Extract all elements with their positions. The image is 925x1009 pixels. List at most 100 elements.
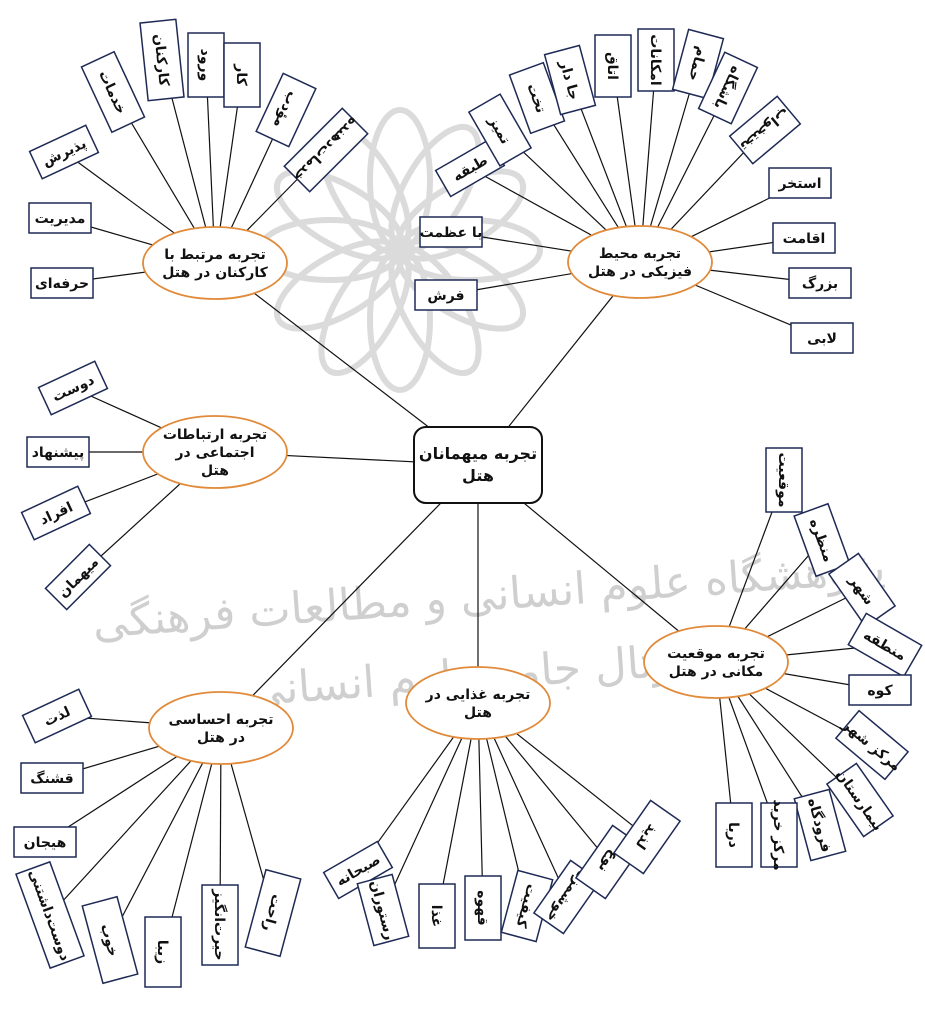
text-line: تجربه میهمانان: [419, 444, 537, 463]
keyword-rect: [760, 802, 798, 868]
text-line: تجربه محیط: [599, 246, 681, 262]
keyword-rect: [847, 612, 923, 678]
category-node-emotional: تجربه احساسی در هتل: [148, 691, 294, 765]
text-line: تجربه ارتباطات: [163, 427, 267, 443]
keyword-box-staff: خدمات: [80, 50, 146, 134]
keyword-label: استخر: [777, 176, 821, 192]
keyword-label: امکانات: [647, 34, 663, 85]
keyword-rect: [467, 93, 533, 167]
keyword-rect: [28, 202, 92, 234]
keyword-box-food: قهوه: [464, 875, 502, 941]
keyword-box-food: لذیذ: [612, 799, 682, 875]
keyword-rect: [80, 50, 146, 134]
keyword-box-staff: حرفه‌ای: [30, 267, 94, 299]
keyword-label: هیجان: [24, 835, 67, 851]
keyword-box-food: رستوران: [356, 873, 410, 947]
keyword-box-physical: لابی: [790, 322, 854, 354]
keyword-rect: [772, 222, 836, 254]
watermark: پژوهشگاه علوم انسانی و مطالعات فرهنگیپرت…: [91, 107, 887, 716]
category-ellipse: [567, 225, 713, 299]
keyword-rect: [419, 216, 483, 248]
keyword-box-physical: اتاق: [594, 34, 632, 98]
keyword-box-physical: با عظمت: [419, 216, 483, 248]
keyword-box-location: منطقه: [847, 612, 923, 678]
keyword-box-physical: باشگاه: [697, 51, 759, 125]
text-line: فیزیکی در هتل: [588, 264, 692, 280]
keyword-rect: [464, 875, 502, 941]
keyword-rect: [788, 267, 852, 299]
keyword-box-staff: خدمات‌دهنده: [283, 107, 369, 193]
keyword-rect: [144, 916, 182, 988]
keyword-box-emotional: لذت: [21, 688, 93, 744]
keyword-box-staff: ورود: [187, 32, 225, 98]
keyword-box-location: فرودگاه: [793, 788, 847, 862]
keyword-rect: [28, 124, 100, 180]
keyword-label: لابی: [807, 331, 837, 347]
watermark-text: پژوهشگاه علوم انسانی و مطالعات فرهنگی: [91, 542, 887, 648]
keyword-label: کارکنان: [150, 33, 171, 88]
category-node-physical: تجربه محیط فیزیکی در هتل: [567, 225, 713, 299]
keyword-rect: [637, 28, 675, 92]
text-line: هتل: [464, 705, 492, 721]
keyword-rect: [414, 279, 478, 311]
keyword-rect: [793, 502, 851, 578]
keyword-rect: [418, 883, 456, 949]
keyword-label: حرفه‌ای: [35, 276, 89, 292]
keyword-label: پیشنهاد: [32, 445, 85, 461]
text-line: تجربه احساسی: [169, 712, 274, 728]
keyword-box-emotional: راحت: [244, 868, 302, 958]
keyword-rect: [697, 51, 759, 125]
connector-center-emotional: [220, 464, 479, 729]
keyword-rect: [201, 884, 239, 966]
category-ellipse: [148, 691, 294, 765]
keyword-box-emotional: دوست‌داشتنی: [15, 860, 85, 970]
keyword-box-location: موقعیت: [765, 447, 803, 513]
text-line: تجربه مرتبط با: [164, 247, 265, 263]
category-ellipse: [142, 226, 288, 300]
keyword-rect: [728, 95, 802, 165]
keyword-rect: [715, 802, 753, 868]
keyword-rect: [543, 44, 597, 116]
keyword-rect: [834, 709, 910, 781]
text-line: اجتماعی در: [174, 445, 254, 461]
category-ellipse: [142, 415, 288, 489]
keyword-rect: [848, 674, 912, 706]
keyword-label: کوه: [867, 683, 893, 699]
keyword-box-location: دریا: [715, 802, 753, 868]
keyword-label: اتاق: [604, 52, 620, 80]
keyword-rect: [26, 436, 90, 468]
keyword-box-emotional: قشنگ: [20, 762, 84, 794]
watermark-rosette-icon: [257, 107, 543, 393]
keyword-rect: [20, 762, 84, 794]
keyword-label: با عظمت: [420, 225, 483, 241]
keyword-box-staff: کار: [223, 42, 261, 108]
keyword-box-physical: تختخواب: [728, 95, 802, 165]
keyword-label: موقعیت: [775, 452, 791, 507]
text-line: در هتل: [197, 730, 245, 746]
keyword-rect: [790, 322, 854, 354]
keyword-rect: [356, 873, 410, 947]
keyword-box-location: منظره: [793, 502, 851, 578]
text-line: هتل: [201, 463, 229, 479]
keyword-box-emotional: خوب: [81, 895, 139, 985]
keyword-rect: [768, 167, 832, 199]
keyword-rect: [44, 543, 112, 611]
keyword-label: مرکز خرید: [770, 799, 786, 870]
keyword-rect: [139, 18, 185, 102]
category-ellipse: [405, 666, 551, 740]
text-line: کارکنان در هتل: [162, 265, 268, 281]
connector-emotional-5: [162, 727, 222, 953]
center-box: [413, 426, 543, 504]
keyword-box-physical: تمیز: [467, 93, 533, 167]
keyword-box-social: پیشنهاد: [26, 436, 90, 468]
text-line: مکانی در هتل: [669, 664, 763, 680]
keyword-box-staff: پذیرش: [28, 124, 100, 180]
